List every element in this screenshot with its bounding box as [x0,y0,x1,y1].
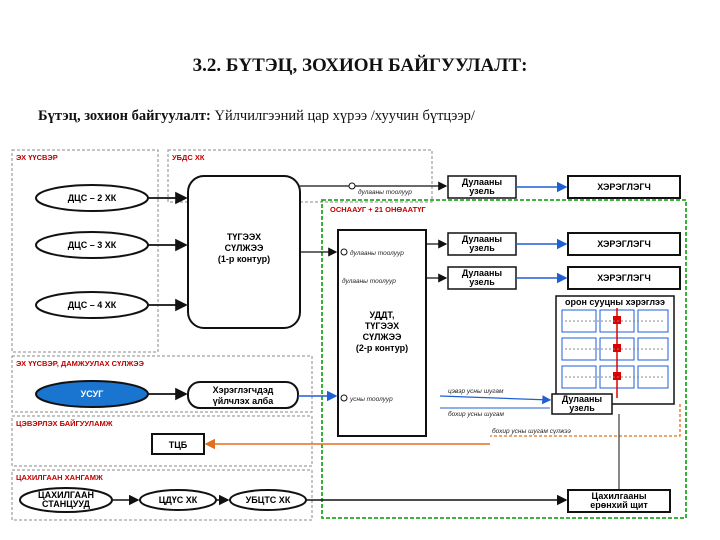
heat-node-2-line-1: Дулааны [462,234,503,244]
heat-node-4 [551,393,613,415]
line-label-water-meter: усны тоолуур [349,396,393,403]
line-label-hot-water-1: дулааны тоолуур [358,188,412,196]
subtitle-text: Үйлчилгээний цар хүрээ /хуучин бүтцээр/ [210,108,475,124]
consumer-1-label: ХЭРЭГЛЭГЧ [597,182,651,192]
electric-meter-line-1: Цахилгааны [591,491,646,501]
customer-service-node [187,381,299,409]
main-network-line-1: ТҮГЭЭХ [227,232,261,242]
uddt-meter-icon [340,248,348,256]
water-meter-icon [340,394,348,402]
heat-node-1-line-2: узель [469,186,495,196]
customer-service-line-1: Хэрэглэгчдэд [213,385,274,395]
dts2-label: ДЦС – 2 ХК [68,193,117,203]
dts3-label: ДЦС – 3 ХК [68,240,117,250]
heat-node-3-line-1: Дулааны [462,268,503,278]
tsb-node [151,433,205,455]
osnaug-frame [321,199,687,519]
main-network-line-2: СҮЛЖЭЭ [225,243,264,253]
page-title: 3.2. БҮТЭЦ, ЗОХИОН БАЙГУУЛАЛТ: [192,55,528,76]
section-label-producers: ЭХ ҮҮСВЭР [16,153,58,162]
consumer-1 [567,175,681,199]
tsdus-label: ЦДҮС ХК [159,495,198,505]
uddt-line-3: СҮЛЖЭЭ [363,332,402,342]
apartment-label: орон сууцны хэрэглээ [565,297,665,307]
line-label-hot-water-2: дулааны тоолуур [350,249,404,257]
water-supply-line [439,395,552,405]
tsevrelekh-frame [11,415,313,467]
consumer-2 [567,232,681,256]
tsb-label: ТЦБ [169,440,188,450]
usug-label: УСУГ [81,389,104,399]
sewer-return-line [490,404,681,437]
section-label-electricity: ЦАХИЛГААН ХАНГАМЖ [16,473,103,482]
uddt-line-4: (2-р контур) [356,343,408,353]
electricity-frame [11,469,313,521]
apartment-grid [561,308,669,398]
consumer-2-label: ХЭРЭГЛЭГЧ [597,239,651,249]
heat-node-2-line-2: узель [469,243,495,253]
heat-node-4-line-1: Дулааны [562,394,603,404]
consumer-3 [567,266,681,290]
heat-node-4-line-2: узель [569,403,595,413]
power-station-line-1: ЦАХИЛГААН [38,490,94,500]
ubetss-label: УБЦТС ХК [246,495,291,505]
transmission-frame [11,355,313,413]
section-label-tsevrelekh: ЦЭВЭРЛЭХ БАЙГУУЛАМЖ [16,419,113,428]
electric-meter-line-2: ерөнхий щит [590,500,648,510]
section-label-osnaug: ОСНААУГ + 21 ОНӨААТҮГ [330,205,426,214]
section-label-ubds: УБДС ХК [172,153,205,162]
uddt-line-2: ТҮГЭЭХ [365,321,399,331]
heat-node-1-line-1: Дулааны [462,177,503,187]
line-label-sewer-return: бохир усны шугам сүлжээ [492,427,571,435]
line-label-sewage: бохир усны шугам [448,410,504,418]
uddt-node [337,229,427,437]
dts4-label: ДЦС – 4 ХК [68,300,117,310]
page-subtitle: Бүтэц, зохион байгуулалт: Үйлчилгээний ц… [38,108,718,125]
producers-frame [11,149,159,353]
uddt-line-1: УДДТ, [369,310,394,320]
meter-icon [348,182,356,190]
subtitle-label: Бүтэц, зохион байгуулалт: [38,108,211,124]
section-label-transmission: ЭХ ҮҮСВЭР, ДАМЖУУЛАХ СҮЛЖЭЭ [16,359,145,368]
main-network-line-3: (1-р контур) [218,254,270,264]
power-station-line-2: СТАНЦУУД [42,499,91,509]
customer-service-line-2: үйлчлэх алба [213,396,274,406]
heat-node-3-line-2: узель [469,277,495,287]
line-label-water-supply: цэвэр усны шугам [448,388,504,395]
consumer-3-label: ХЭРЭГЛЭГЧ [597,273,651,283]
line-label-hot-water-3: дулааны тоолуур [342,277,396,285]
